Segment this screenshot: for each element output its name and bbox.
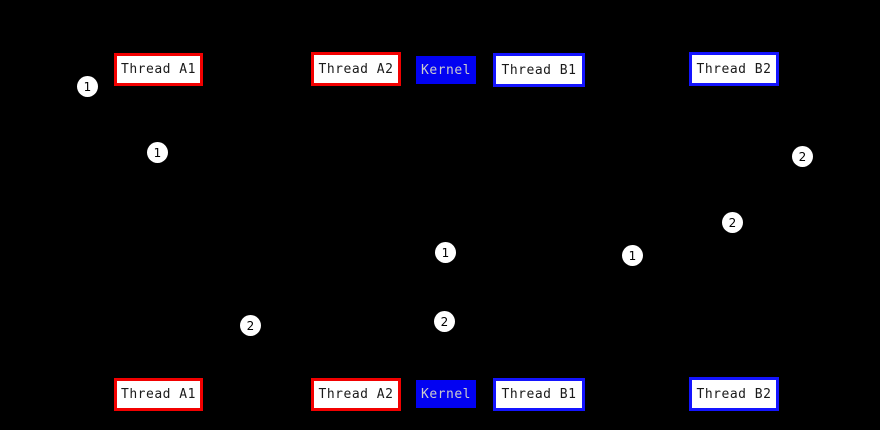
actor-box-thread-a2-bottom: Thread A2 bbox=[311, 378, 401, 411]
step-marker-8: 2 bbox=[240, 315, 261, 336]
step-marker-6: 1 bbox=[622, 245, 643, 266]
step-marker-5: 1 bbox=[435, 242, 456, 263]
step-marker-4: 2 bbox=[722, 212, 743, 233]
actor-box-kernel-bottom: Kernel bbox=[416, 380, 476, 408]
actor-box-thread-a1-top: Thread A1 bbox=[114, 53, 203, 86]
step-marker-2: 1 bbox=[147, 142, 168, 163]
step-marker-3: 2 bbox=[792, 146, 813, 167]
actor-box-thread-b2-top: Thread B2 bbox=[689, 52, 779, 86]
step-marker-1: 1 bbox=[77, 76, 98, 97]
actor-box-thread-b1-bottom: Thread B1 bbox=[493, 378, 585, 411]
actor-box-thread-b2-bottom: Thread B2 bbox=[689, 377, 779, 411]
actor-box-thread-a2-top: Thread A2 bbox=[311, 52, 401, 86]
step-marker-7: 2 bbox=[434, 311, 455, 332]
actor-box-thread-a1-bottom: Thread A1 bbox=[114, 378, 203, 411]
actor-box-kernel-top: Kernel bbox=[416, 56, 476, 84]
actor-box-thread-b1-top: Thread B1 bbox=[493, 53, 585, 87]
